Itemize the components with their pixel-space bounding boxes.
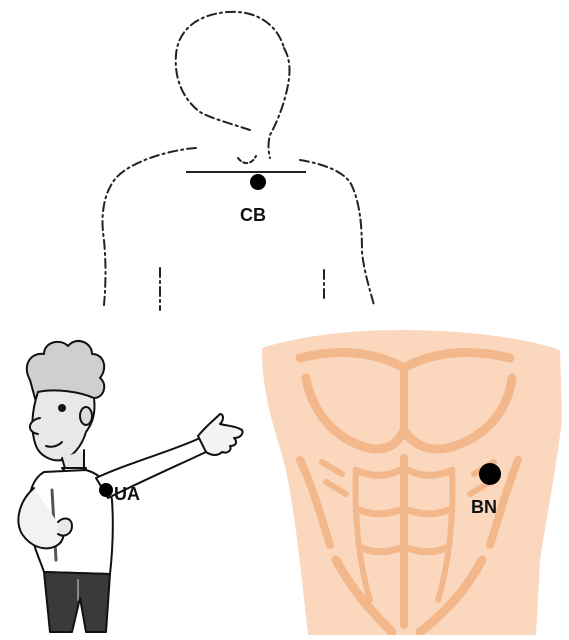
torso-icon: BN (262, 330, 562, 635)
cb-marker: CB (240, 174, 266, 225)
ua-dot (99, 483, 113, 497)
cb-label: CB (240, 205, 266, 225)
bn-dot (479, 463, 501, 485)
bn-label: BN (471, 497, 497, 517)
ua-label: UA (114, 484, 140, 504)
outline-person-icon (103, 12, 375, 310)
presenter-icon: UA (18, 341, 242, 632)
cb-dot (250, 174, 266, 190)
